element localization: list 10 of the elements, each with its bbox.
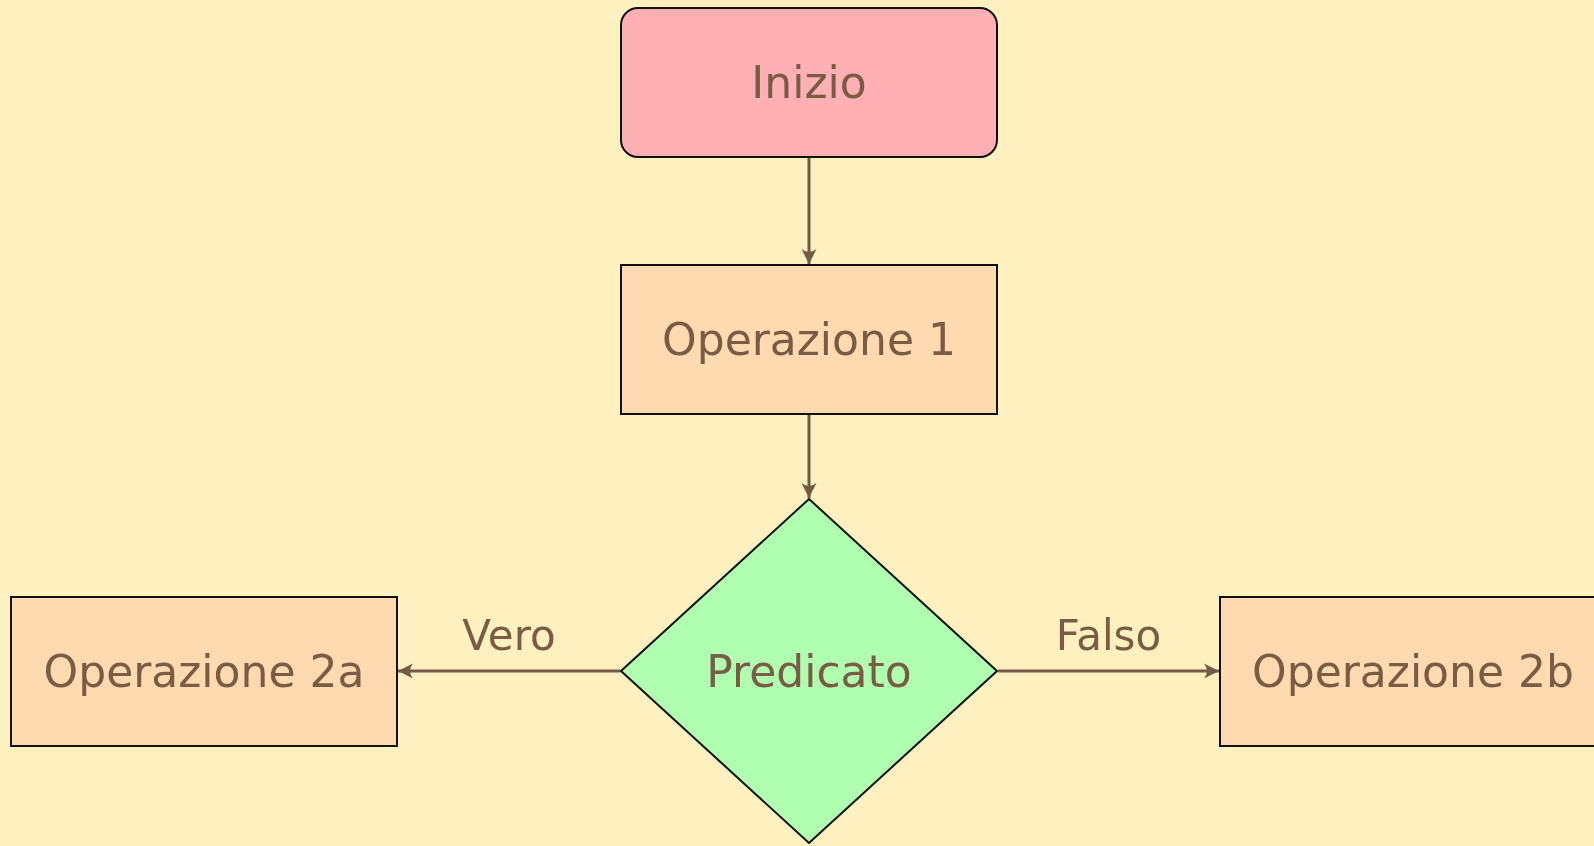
node-label: Predicato [706,645,912,697]
decision-diamond [620,498,998,844]
node-label: Operazione 2a [43,646,365,697]
node-label: Operazione 2b [1252,646,1574,697]
node-label: Operazione 1 [662,314,956,365]
process-box [10,596,398,747]
process-box [1219,596,1594,747]
node-label: Inizio [751,57,867,108]
start-box [620,7,998,158]
process-box [620,264,998,415]
